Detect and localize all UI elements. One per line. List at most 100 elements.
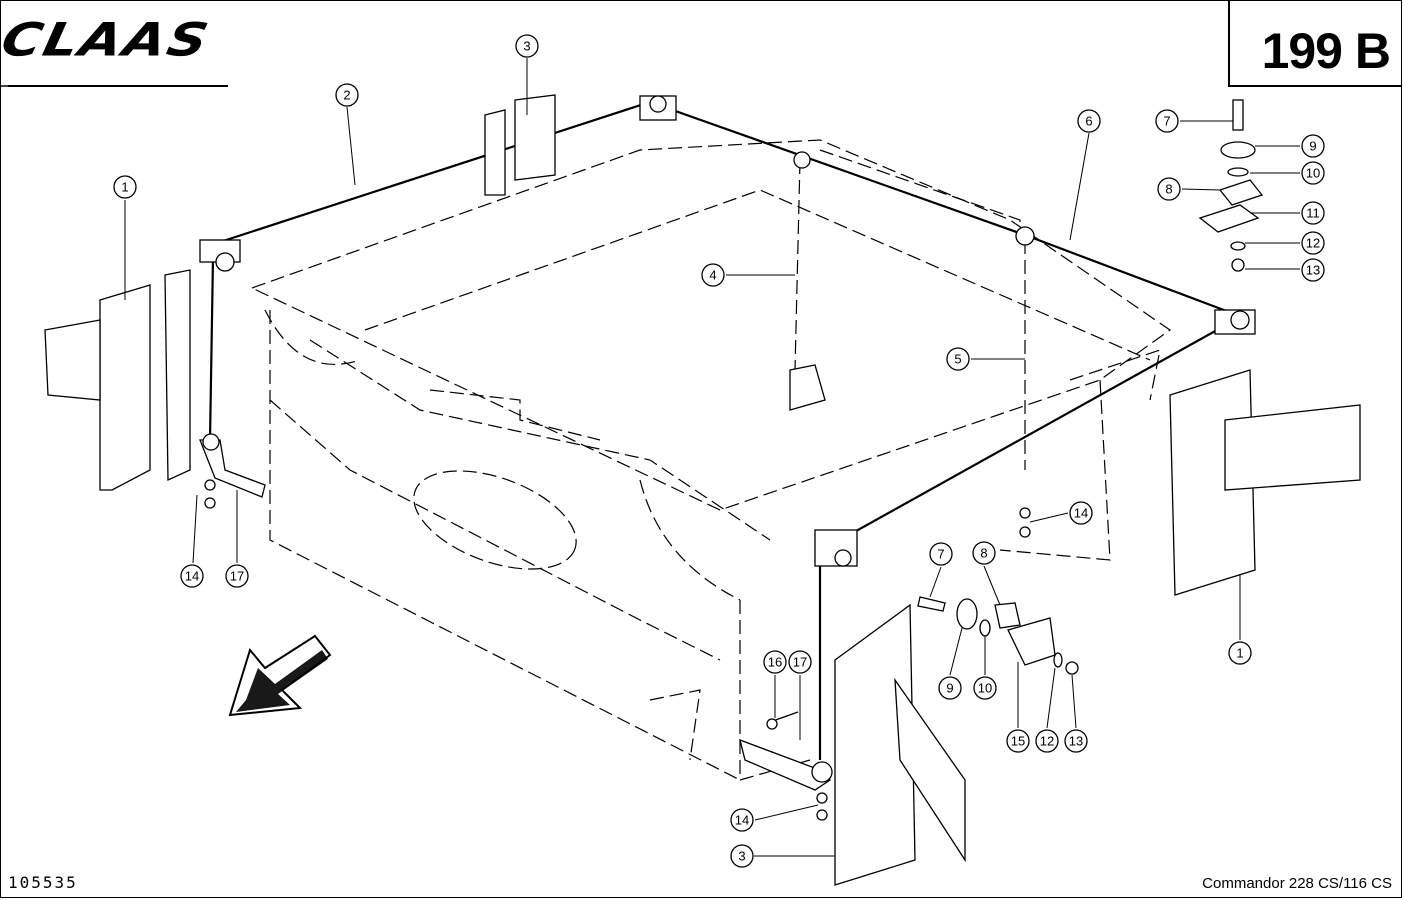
callout-3a-label: 3 — [523, 39, 530, 54]
cable-2 — [219, 100, 651, 244]
bolt-7-lower — [917, 596, 946, 612]
callout-9a-label: 9 — [1309, 139, 1316, 154]
lever-arms — [199, 433, 1031, 821]
callout-4-label: 4 — [709, 268, 716, 283]
callout-13b: 13 — [1064, 729, 1088, 753]
nut-left-2 — [204, 497, 216, 509]
pulleys — [199, 95, 1256, 567]
page-number-box-underline — [1228, 85, 1402, 87]
pulley-corner — [1230, 310, 1250, 330]
callout-11: 11 — [1301, 201, 1325, 225]
cable-6 — [1024, 233, 1246, 320]
side-plates — [44, 94, 1361, 886]
cables — [208, 100, 1246, 760]
hardware-lower — [917, 596, 1079, 675]
lever-left — [199, 439, 266, 498]
callout-8b: 8 — [972, 541, 996, 565]
callout-14a-label: 14 — [185, 569, 199, 584]
pulley-left — [215, 252, 235, 272]
model-name: Commandor 228 CS/116 CS — [1202, 875, 1392, 892]
washer-12-upper — [1230, 241, 1246, 251]
callout-8b-label: 8 — [980, 546, 987, 561]
callout-16-label: 16 — [768, 655, 782, 670]
callout-10a-label: 10 — [1306, 166, 1320, 181]
clip-8-upper — [1218, 179, 1264, 206]
callout-1b-label: 1 — [1236, 646, 1243, 661]
callout-7a-label: 7 — [1163, 114, 1170, 129]
callout-10b: 10 — [973, 676, 997, 700]
callout-12b-label: 12 — [1040, 734, 1054, 749]
callout-13b-label: 13 — [1069, 734, 1083, 749]
nut-front-1 — [816, 792, 828, 804]
callout-13a-label: 13 — [1306, 263, 1320, 278]
callout-5-label: 5 — [954, 352, 961, 367]
cable-left-drop — [208, 257, 215, 441]
callout-17b: 17 — [225, 564, 249, 588]
callout-12a-label: 12 — [1306, 236, 1320, 251]
callout-3b: 3 — [730, 844, 754, 868]
callout-2-label: 2 — [343, 88, 350, 103]
callout-1a: 1 — [113, 175, 137, 199]
page-number: 199 B — [1261, 23, 1391, 79]
side-plate-left — [99, 284, 151, 491]
callout-6: 6 — [1077, 109, 1101, 133]
cable-4 — [794, 159, 801, 371]
washer-10-lower — [979, 619, 991, 637]
side-plate-front-flange — [894, 677, 966, 863]
guide-rail-left — [164, 269, 191, 482]
pulley-top — [649, 95, 667, 113]
side-plate-right-flange — [1224, 404, 1361, 491]
callout-6-label: 6 — [1085, 114, 1092, 129]
nut-right-1 — [1019, 507, 1031, 519]
callout-9a: 9 — [1301, 134, 1325, 158]
cable-front — [839, 319, 1236, 541]
lever-front-hub — [811, 761, 833, 783]
lever-front — [739, 738, 832, 791]
callout-14c: 14 — [730, 808, 754, 832]
grain-tank-outline — [251, 139, 1172, 781]
callout-14b: 14 — [1069, 501, 1093, 525]
bracket-11 — [1198, 204, 1260, 233]
callout-9b-label: 9 — [946, 681, 953, 696]
guide-rail-back-inner — [484, 109, 506, 196]
callout-10b-label: 10 — [978, 681, 992, 696]
callout-5: 5 — [946, 347, 970, 371]
cable-upper-right — [649, 100, 1026, 237]
callout-7b-label: 7 — [937, 547, 944, 562]
rubber-buffer-9-upper — [1220, 141, 1256, 159]
washer-12-lower — [1053, 652, 1063, 668]
callout-1a-label: 1 — [121, 180, 128, 195]
side-plate-front — [834, 603, 916, 886]
washer-16 — [766, 718, 778, 730]
rubber-buffer-9-lower — [956, 598, 978, 630]
nut-left-1 — [204, 479, 216, 491]
callout-2: 2 — [335, 83, 359, 107]
leader-lines — [124, 58, 1300, 857]
nut-13-lower — [1065, 661, 1079, 675]
clip-8-lower — [994, 602, 1021, 629]
callout-1b: 1 — [1228, 641, 1252, 665]
drawing-number: 105535 — [8, 873, 78, 892]
callout-9b: 9 — [938, 676, 962, 700]
nut-front-2 — [816, 809, 828, 821]
callout-12b: 12 — [1035, 729, 1059, 753]
callouts: 1 1 2 3 3 4 5 6 7 7 8 8 9 9 10 10 11 12 … — [113, 34, 1325, 868]
washer-10-upper — [1227, 167, 1249, 177]
callout-3b-label: 3 — [738, 849, 745, 864]
callout-15-label: 15 — [1011, 734, 1025, 749]
callout-14a: 14 — [180, 564, 204, 588]
callout-17b-label: 17 — [230, 569, 244, 584]
callout-17a: 17 — [788, 650, 812, 674]
callout-13a: 13 — [1301, 258, 1325, 282]
guide-rail-back — [514, 94, 556, 181]
pulley-right — [1015, 226, 1035, 246]
travel-direction-arrow-fill — [236, 650, 328, 712]
bolt-7-upper — [1232, 99, 1244, 131]
nut-13-upper — [1231, 258, 1245, 272]
callout-16: 16 — [763, 650, 787, 674]
callout-3a: 3 — [515, 34, 539, 58]
callout-4: 4 — [701, 263, 725, 287]
